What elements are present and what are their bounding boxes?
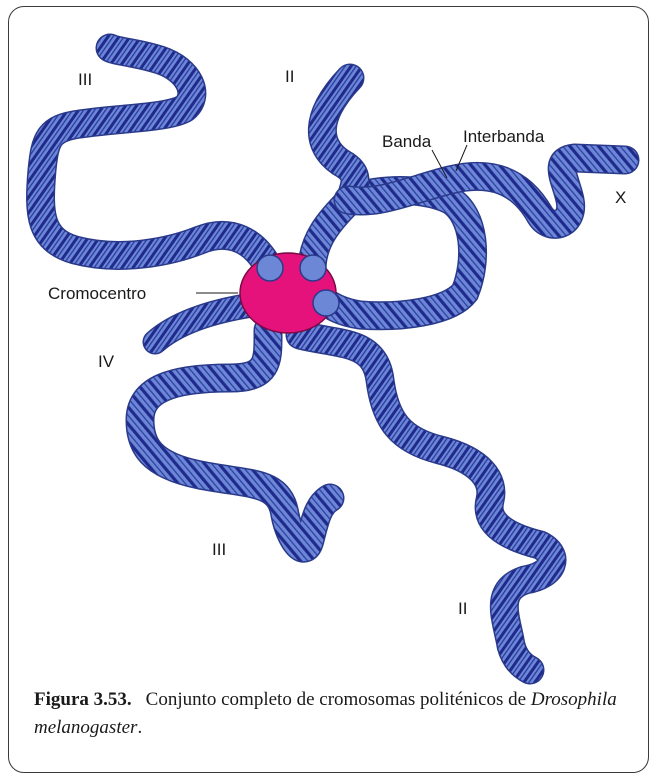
figure-caption: Figura 3.53. Conjunto completo de cromoso…: [34, 686, 626, 742]
chromosome-arm-X: [348, 158, 625, 224]
arm-end-II-top: [300, 255, 326, 281]
label-X: X: [615, 188, 626, 207]
label-cromocentro: Cromocentro: [48, 284, 146, 303]
label-interbanda: Interbanda: [463, 127, 545, 146]
label-IV: IV: [98, 352, 115, 371]
caption-end: .: [137, 717, 142, 738]
caption-text: Conjunto completo de cromosomas politéni…: [146, 689, 531, 710]
label-banda: Banda: [382, 132, 432, 151]
figure-number: Figura 3.53.: [34, 689, 132, 710]
label-II-top: II: [285, 67, 294, 86]
chromosome-arm-III-top: [41, 48, 270, 270]
arm-end-III-top: [257, 255, 283, 281]
chromosome-arm-IV: [155, 305, 252, 342]
label-III-top: III: [78, 70, 92, 89]
arm-end-II-loop: [313, 290, 339, 316]
label-III-bottom: III: [212, 540, 226, 559]
label-II-bottom: II: [458, 599, 467, 618]
chromosome-arm-III-bottom: [140, 330, 330, 548]
